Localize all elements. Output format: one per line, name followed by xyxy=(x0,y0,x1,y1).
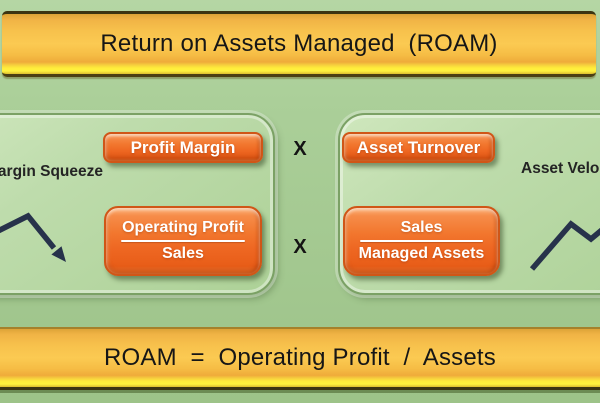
profit-margin-button-label: Profit Margin xyxy=(130,137,236,157)
asset-velocity-label: Asset Velocity xyxy=(521,160,600,177)
margin-squeeze-label: Margin Squeeze xyxy=(0,163,103,180)
fraction-denominator: Managed Assets xyxy=(358,245,485,262)
asset-turnover-button: Asset Turnover xyxy=(342,132,495,163)
formula-banner: ROAM = Operating Profit / Assets xyxy=(0,327,600,390)
uptrend-line-icon xyxy=(529,220,600,271)
asset-turnover-button-label: Asset Turnover xyxy=(356,137,481,157)
fraction-divider-line xyxy=(360,240,483,242)
multiply-operator-bottom: X xyxy=(293,236,307,258)
multiply-operator-top: X xyxy=(293,138,307,160)
formula-banner-text: ROAM = Operating Profit / Assets xyxy=(103,344,496,371)
fraction-numerator: Operating Profit xyxy=(122,218,244,236)
title-banner: Return on Assets Managed (ROAM) xyxy=(2,11,596,77)
downtrend-arrow-icon xyxy=(0,212,66,262)
profit-margin-button: Profit Margin xyxy=(103,132,263,163)
fraction-divider-line xyxy=(121,240,245,242)
title-banner-text: Return on Assets Managed (ROAM) xyxy=(100,30,498,57)
operating-profit-over-sales-button: Operating Profit Sales xyxy=(104,206,262,276)
fraction-numerator: Sales xyxy=(400,218,443,236)
fraction-denominator: Sales xyxy=(162,245,204,262)
sales-over-managed-assets-button: Sales Managed Assets xyxy=(343,206,500,276)
